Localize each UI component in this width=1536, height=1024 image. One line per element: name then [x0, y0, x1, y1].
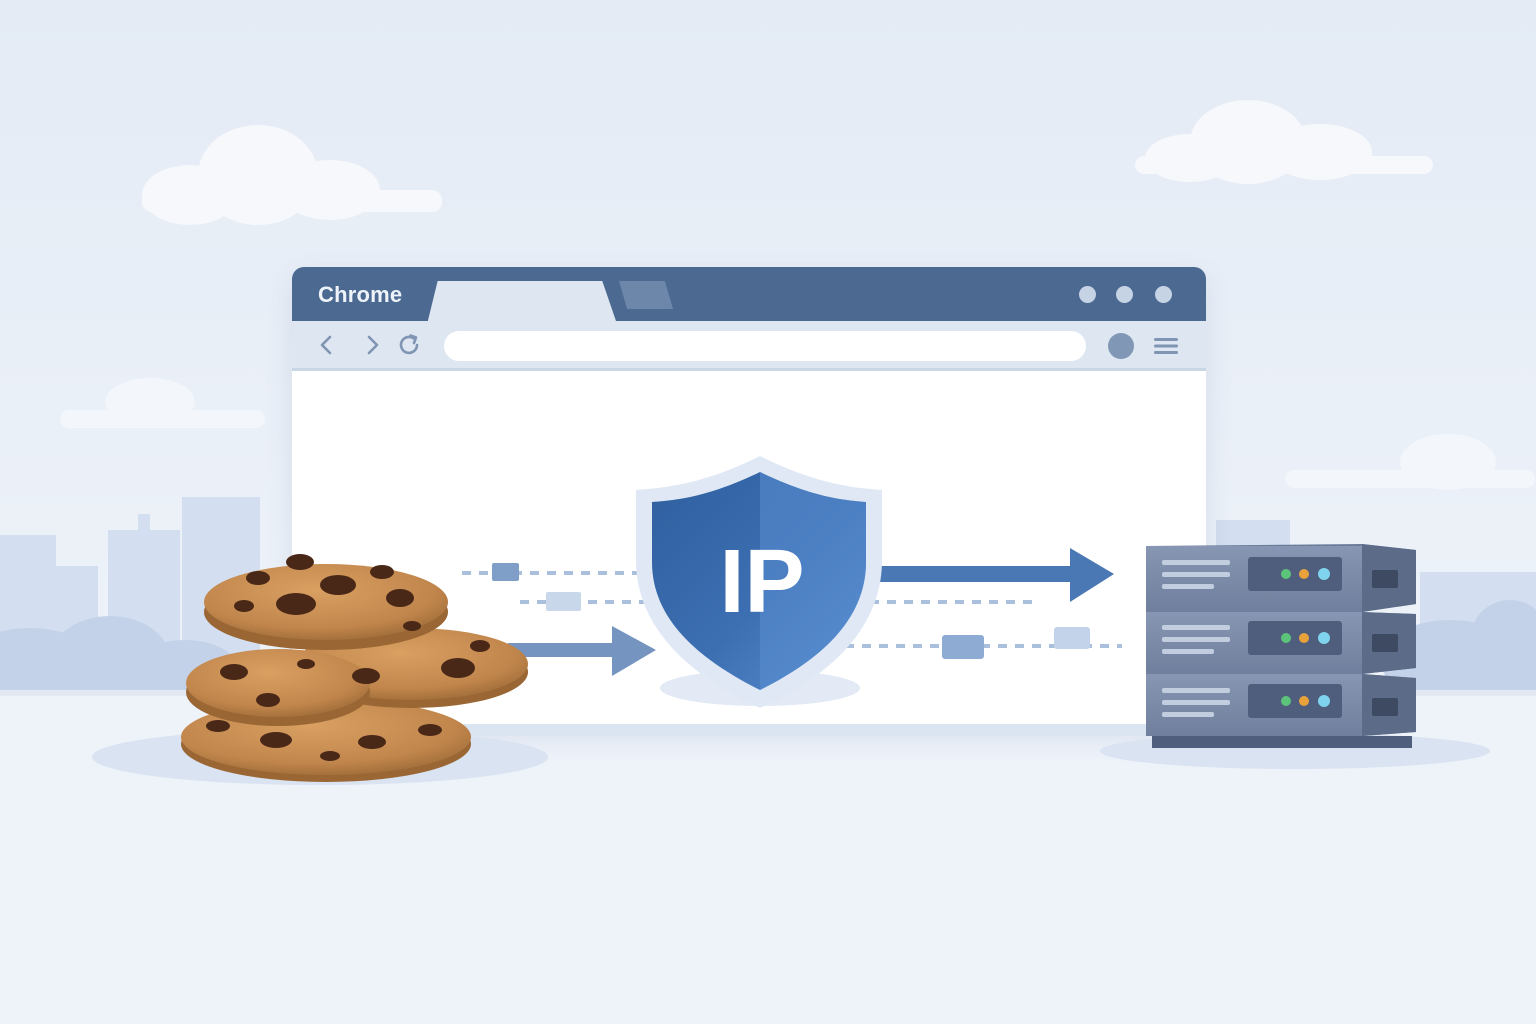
profile-avatar[interactable]: [1108, 333, 1134, 359]
window-base: [440, 724, 1166, 736]
cloud-mid-left: [60, 378, 265, 428]
reload-icon[interactable]: [396, 332, 422, 358]
forward-icon[interactable]: [359, 332, 385, 358]
cloud-right: [1135, 100, 1433, 184]
title-bar: Chrome: [292, 267, 1206, 321]
window-control-dot[interactable]: [1116, 286, 1133, 303]
window-control-dot[interactable]: [1155, 286, 1172, 303]
cloud-left: [142, 125, 442, 225]
toolbar: [292, 321, 1206, 371]
menu-icon[interactable]: [1154, 337, 1178, 355]
shield-icon: IP: [636, 456, 882, 708]
window-control-dot[interactable]: [1079, 286, 1096, 303]
back-icon[interactable]: [314, 332, 340, 358]
app-title: Chrome: [318, 282, 403, 307]
arrow-to-server: [872, 548, 1114, 602]
shield-label: IP: [719, 532, 804, 632]
inactive-tab[interactable]: [619, 281, 673, 309]
data-packet: [492, 563, 1090, 659]
arrow-to-shield: [508, 626, 656, 676]
address-bar[interactable]: [444, 331, 1086, 361]
cloud-mid-right: [1285, 434, 1535, 490]
active-tab[interactable]: [427, 281, 616, 321]
cookie-icon: [181, 554, 528, 782]
server-rack-icon: [1146, 544, 1416, 748]
